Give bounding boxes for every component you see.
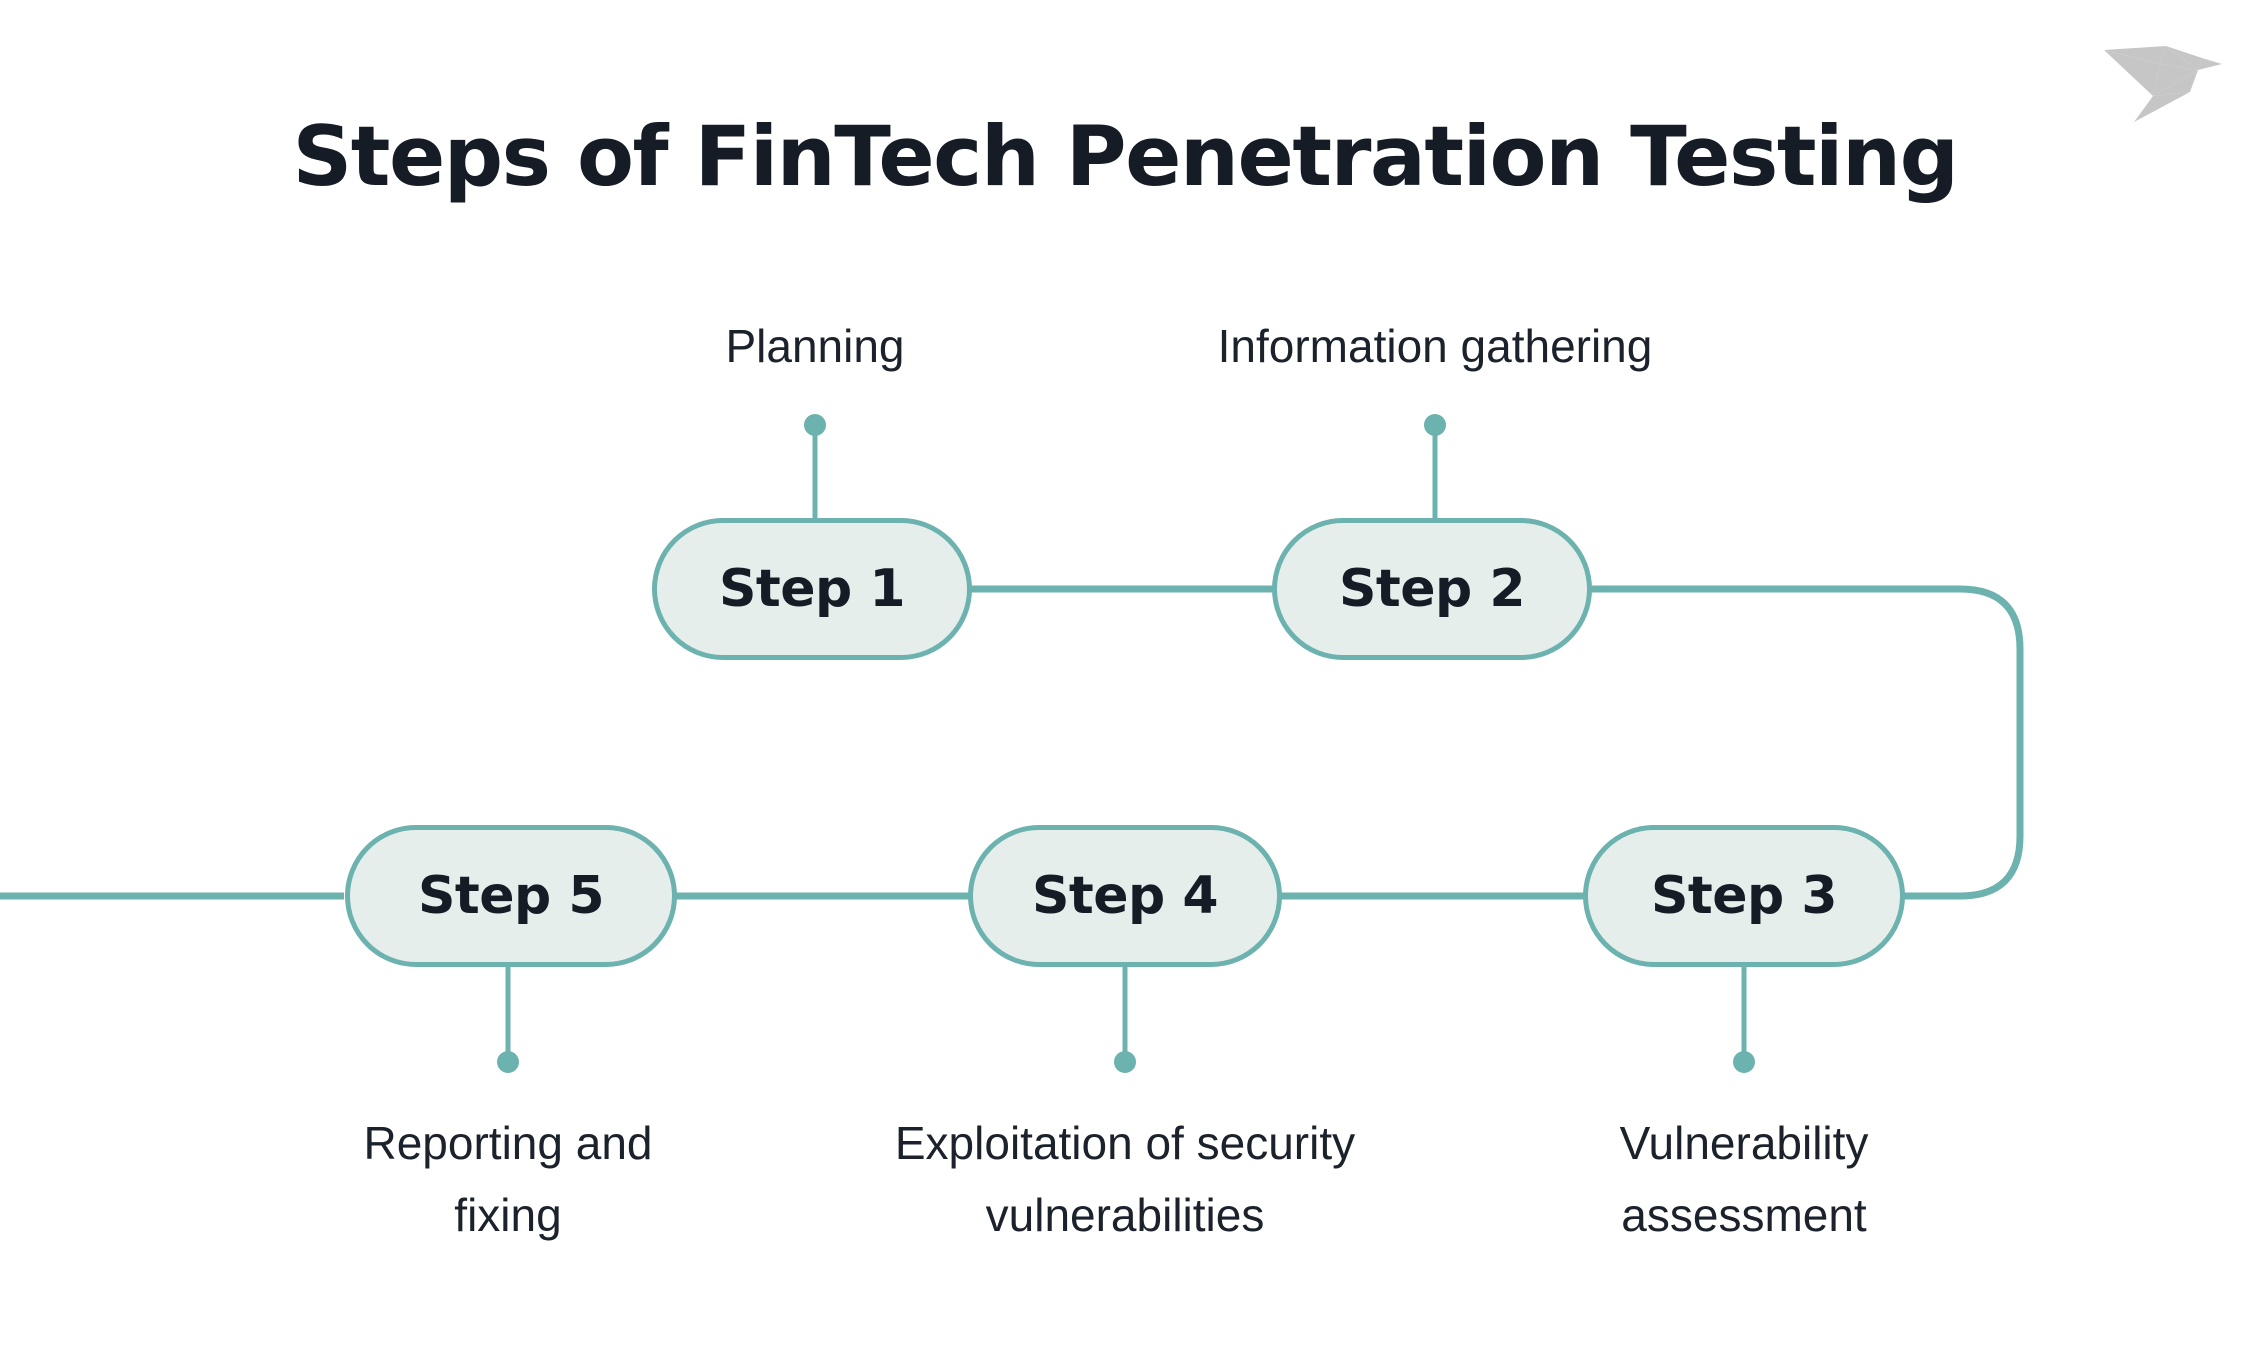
caption-line: Information gathering bbox=[1217, 320, 1653, 372]
caption-line: assessment bbox=[1621, 1189, 1867, 1241]
caption-line: Vulnerability bbox=[1619, 1117, 1869, 1169]
step-node-step-4[interactable]: Step 4 bbox=[968, 825, 1282, 967]
step-caption-step-1: Planning bbox=[565, 310, 1065, 382]
caption-line: Reporting and bbox=[363, 1117, 653, 1169]
origami-bird-logo bbox=[2104, 46, 2222, 122]
step-label: Step 2 bbox=[1338, 559, 1526, 619]
step-node-step-5[interactable]: Step 5 bbox=[345, 825, 677, 967]
stem-dot-step-1 bbox=[804, 414, 826, 436]
stem-dot-step-4 bbox=[1114, 1051, 1136, 1073]
page-title: Steps of FinTech Penetration Testing bbox=[292, 108, 1959, 205]
step-label: Step 1 bbox=[718, 559, 906, 619]
stem-dot-step-5 bbox=[497, 1051, 519, 1073]
step-caption-step-5: Reporting and fixing bbox=[258, 1107, 758, 1251]
step-caption-step-2: Information gathering bbox=[1135, 310, 1735, 382]
step-caption-step-3: Vulnerability assessment bbox=[1494, 1107, 1994, 1251]
caption-line: Exploitation of security bbox=[894, 1117, 1356, 1169]
step-caption-step-4: Exploitation of security vulnerabilities bbox=[795, 1107, 1455, 1251]
stem-dot-step-3 bbox=[1733, 1051, 1755, 1073]
step-node-step-1[interactable]: Step 1 bbox=[652, 518, 972, 660]
connector-step2-step3 bbox=[1586, 585, 2024, 900]
stem-dot-step-2 bbox=[1424, 414, 1446, 436]
step-node-step-2[interactable]: Step 2 bbox=[1272, 518, 1592, 660]
step-label: Step 4 bbox=[1031, 866, 1219, 926]
step-node-step-3[interactable]: Step 3 bbox=[1583, 825, 1905, 967]
step-label: Step 3 bbox=[1650, 866, 1838, 926]
caption-line: vulnerabilities bbox=[985, 1189, 1265, 1241]
caption-line: Planning bbox=[725, 320, 905, 372]
step-label: Step 5 bbox=[417, 866, 605, 926]
caption-line: fixing bbox=[454, 1189, 562, 1241]
